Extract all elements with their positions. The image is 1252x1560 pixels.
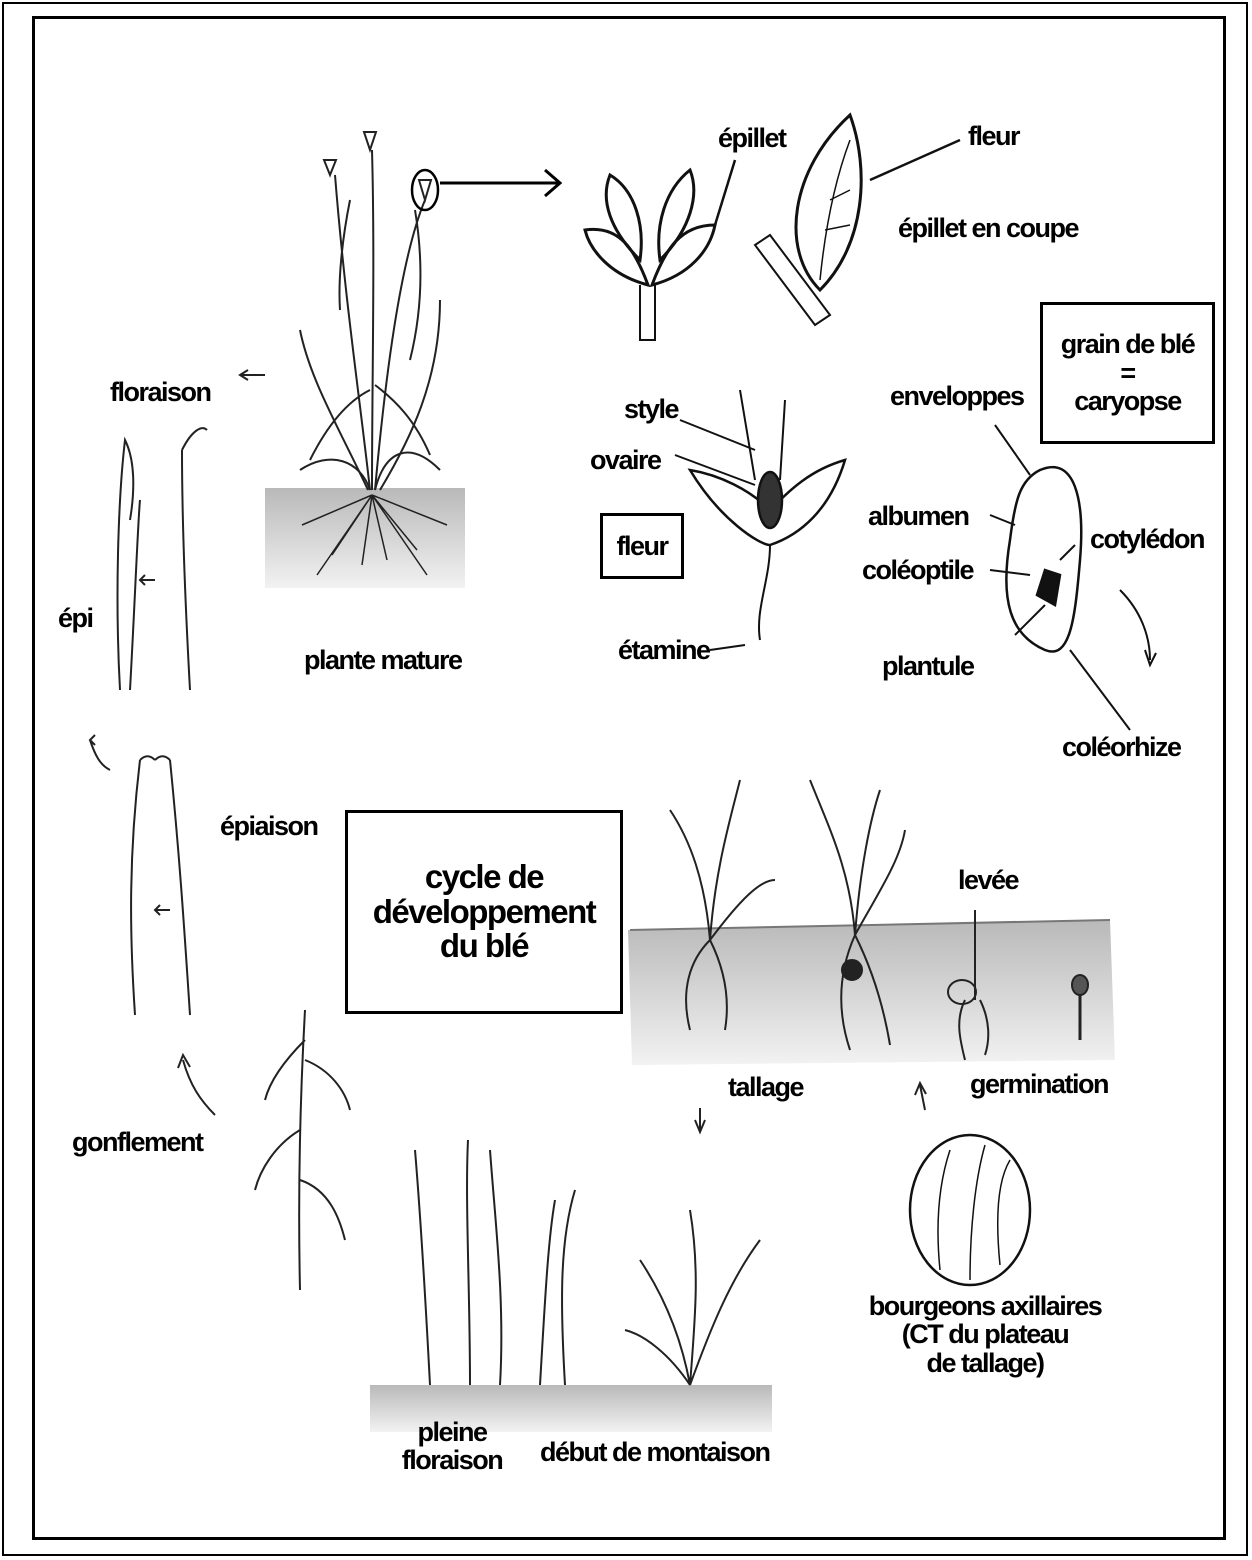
grain-drawing — [990, 425, 1156, 730]
label-cotyledon: cotylédon — [1090, 525, 1204, 553]
label-debut-montaison: début de montaison — [540, 1438, 770, 1466]
bud-section-drawing — [910, 1135, 1030, 1285]
label-ovaire: ovaire — [590, 446, 661, 474]
grain-box-line2: = — [1120, 359, 1134, 387]
label-epi: épi — [58, 604, 93, 632]
label-etamine: étamine — [618, 636, 710, 664]
grain-box-line3: caryopse — [1074, 387, 1181, 415]
label-germination: germination — [970, 1070, 1108, 1098]
title-line3: du blé — [440, 929, 528, 964]
title-line2: développement — [373, 895, 596, 930]
label-enveloppes: enveloppes — [890, 382, 1024, 410]
label-plante-mature: plante mature — [304, 646, 462, 674]
label-floraison: floraison — [110, 378, 211, 406]
fleur-box: fleur — [600, 513, 684, 579]
label-floraison-bottom: floraison — [392, 1446, 512, 1474]
label-albumen: albumen — [868, 502, 969, 530]
grain-definition-box: grain de blé = caryopse — [1040, 302, 1215, 444]
grain-box-line1: grain de blé — [1061, 330, 1195, 358]
label-bourgeons-line1: bourgeons axillaires — [850, 1292, 1120, 1320]
label-fleur: fleur — [968, 122, 1019, 150]
label-plantule: plantule — [882, 652, 974, 680]
label-coleoptile: coléoptile — [862, 556, 973, 584]
label-bourgeons-line3: de tallage) — [850, 1349, 1120, 1377]
label-levee: levée — [958, 866, 1018, 894]
label-epillet-en-coupe: épillet en coupe — [898, 214, 1078, 242]
bourgeons-label-group: bourgeons axillaires (CT du plateau de t… — [850, 1292, 1120, 1377]
mature-plant-drawing — [265, 132, 560, 588]
label-bourgeons-line2: (CT du plateau — [850, 1320, 1120, 1348]
label-coleorhize: coléorhize — [1062, 733, 1181, 761]
title-line1: cycle de — [425, 860, 543, 895]
label-epiaison: épiaison — [220, 812, 318, 840]
flower-drawing — [675, 390, 845, 650]
fleur-box-label: fleur — [616, 532, 667, 560]
title-box: cycle de développement du blé — [345, 810, 623, 1014]
label-pleine: pleine — [392, 1418, 512, 1446]
pleine-floraison-label-group: pleine floraison — [392, 1418, 512, 1475]
label-epillet: épillet — [718, 124, 786, 152]
label-tallage: tallage — [728, 1073, 803, 1101]
label-style: style — [624, 395, 678, 423]
heading-stage-drawings — [370, 1140, 772, 1432]
label-gonflement: gonflement — [72, 1128, 203, 1156]
